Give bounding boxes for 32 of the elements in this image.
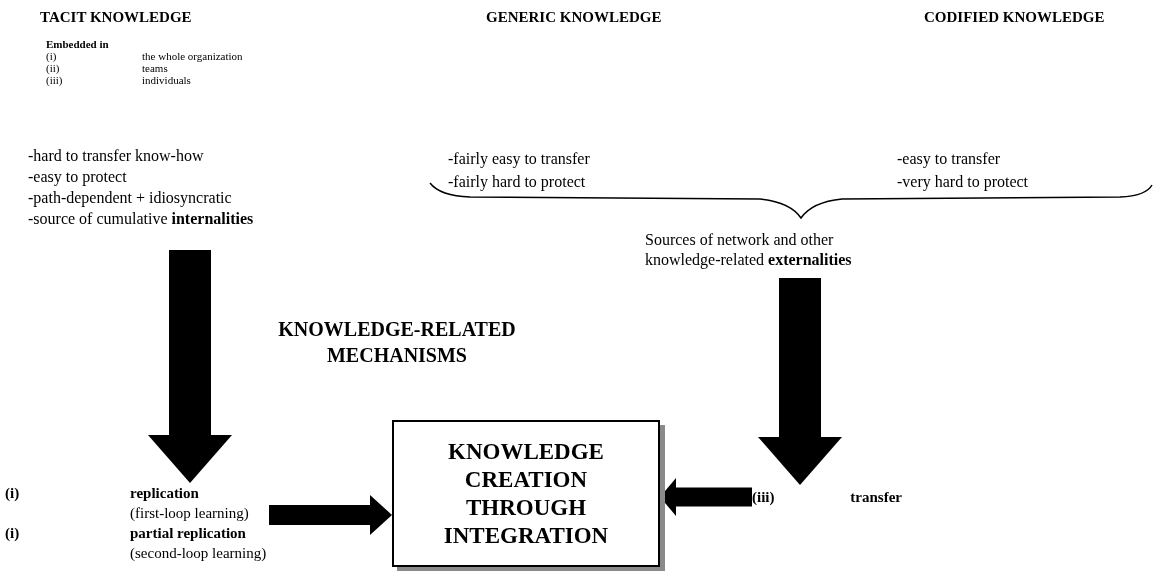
- property-text: -easy to transfer: [897, 149, 1002, 169]
- list-item: the whole organization: [142, 50, 244, 62]
- list-number: (iii): [752, 487, 776, 507]
- property-text: -easy to protect: [28, 167, 128, 187]
- list-number: (i): [46, 50, 58, 62]
- section-heading: KNOWLEDGE-RELATED MECHANISMS: [277, 317, 517, 368]
- mechanism-name: transfer: [850, 487, 902, 507]
- note-text: Sources of network and other knowledge-related externalities: [645, 230, 853, 270]
- mechanism-name: partial replication: [130, 524, 247, 543]
- property-text: -hard to transfer know-how: [28, 146, 205, 166]
- list-item: individuals: [142, 74, 192, 86]
- mechanism-name: replication: [130, 484, 200, 503]
- list-number: (iii): [46, 74, 64, 86]
- property-text: -source of cumulative internalities: [28, 209, 255, 229]
- mechanism-note: (second-loop learning): [130, 544, 268, 563]
- property-text: -fairly hard to protect: [448, 172, 587, 192]
- list-number: (ii): [46, 62, 61, 74]
- column-heading: CODIFIED KNOWLEDGE: [924, 8, 1106, 27]
- list-number: (i): [5, 484, 21, 503]
- box-title: KNOWLEDGE CREATION THROUGH INTEGRATION: [442, 437, 610, 550]
- block-arrow: [148, 250, 232, 483]
- property-text: -fairly easy to transfer: [448, 149, 591, 169]
- list-number: (i): [5, 524, 21, 543]
- property-text: -very hard to protect: [897, 172, 1030, 192]
- block-arrow: [269, 495, 392, 535]
- column-heading: GENERIC KNOWLEDGE: [486, 8, 663, 27]
- property-text: -path-dependent + idiosyncratic: [28, 188, 233, 208]
- mechanism-note: (first-loop learning): [130, 504, 250, 523]
- column-heading: TACIT KNOWLEDGE: [40, 8, 193, 27]
- list-item: teams: [142, 62, 169, 74]
- block-arrow: [758, 278, 842, 485]
- list-heading: Embedded in: [46, 38, 110, 50]
